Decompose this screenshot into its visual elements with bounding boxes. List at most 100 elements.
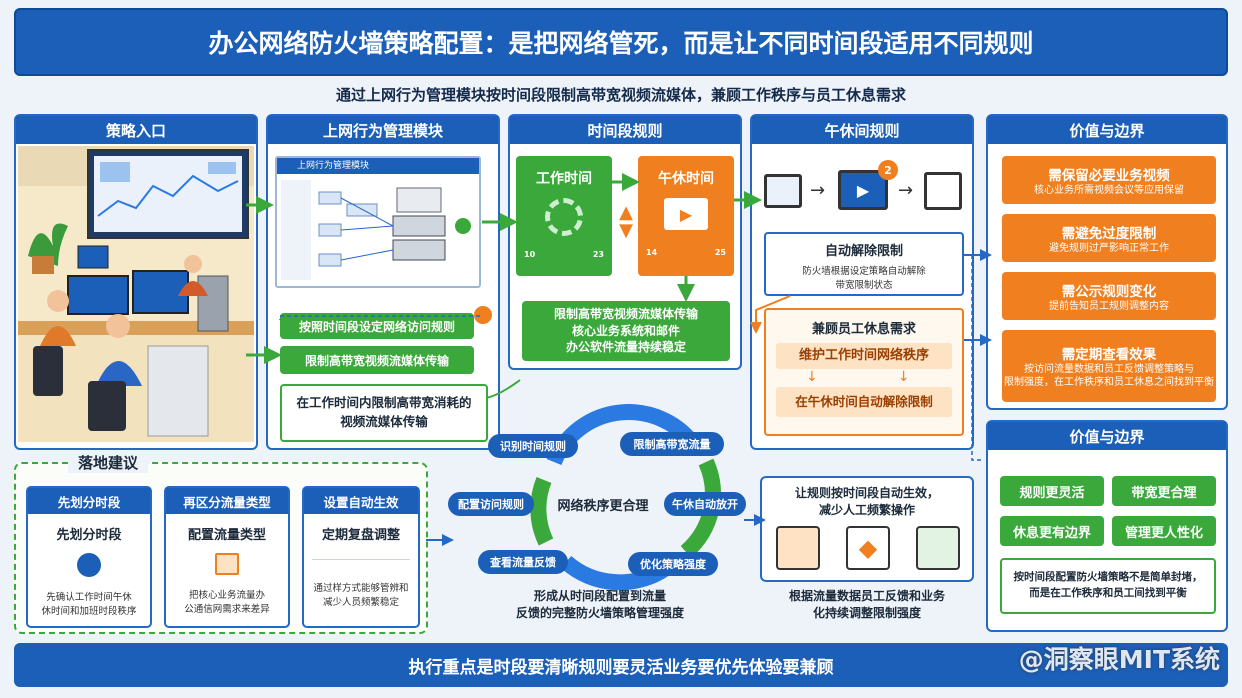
cycle-node-2: 限制高带宽流量 [620,432,724,456]
video-play-icon: ▶ [664,198,708,230]
landing-card-desc1: 把核心业务流量办 [188,590,265,601]
arrow-right-icon: → [810,180,826,201]
office-illustration [18,146,254,442]
value-item-title: 需定期查看效果 [1061,347,1157,363]
auto-caption-1: 根据流量数据员工反馈和业务 [788,589,945,603]
page-title: 办公网络防火墙策略配置：是把网络管死，而是让不同时间段适用不同规则 [14,8,1228,76]
clipboard-icon [776,526,820,570]
cycle-caption-1: 形成从时间段配置到流量 [533,589,666,603]
user-home-icon [916,526,960,570]
noon-auto-tag: 在午休时间自动解除限制 [776,387,952,417]
panel-title: 午休间规则 [752,116,972,144]
cycle-node-3: 午休自动放开 [664,492,746,516]
landing-card-3: 设置自动生效 定期复盘调整 通过样方式能够管辨和 减少人员频繁稳定 [302,486,420,628]
module-note: 在工作时间内限制高带宽消耗的视频流媒体传输 [280,384,488,442]
monitor-play-icon: ▶ [838,170,888,210]
value-item-desc: 避免规则过严影响正常工作 [1049,242,1169,254]
landing-card-main: 配置流量类型 [187,528,266,543]
panel-landing: 落地建议 先划分时段 先划分时段 先确认工作时间午休 休时间和加班时段秩序 再区… [14,452,428,634]
cycle-node-4: 优化策略强度 [628,552,718,576]
cycle-center: 网络秩序更合理 [557,499,649,514]
user-icon [924,172,962,210]
panel-title: 上网行为管理模块 [268,116,498,144]
panel-title: 时间段规则 [510,116,740,144]
arrow-right-icon: → [898,180,914,201]
swap-arrows-icon: ▲▼ [619,202,633,241]
value-item-title: 需公示规则变化 [1061,283,1157,300]
auto-caption-2: 化持续调整限制强度 [812,606,921,621]
footer-text: 执行重点是时段要清晰规则要灵活业务要优先体验要兼顾 [408,657,834,678]
time-rule-button[interactable]: 按照时间段设定网络访问规则 [280,313,474,339]
screen-titlebar: 上网行为管理模块 [277,158,479,174]
value-item-desc: 核心业务所需视频会议等应用保留 [1034,184,1184,196]
value-summary-2: 而是在工作秩序和员工间找到平衡 [1029,587,1187,599]
keep-order-tag: 维护工作时间网络秩序 [776,343,952,369]
module-screen: 上网行为管理模块 [275,156,481,288]
care-title: 兼顾员工休息需求 [811,322,916,337]
cycle-node-6: 配置访问规则 [448,492,534,516]
limit-video-button[interactable]: 限制高带宽视频流媒体传输 [280,346,474,374]
landing-card-desc2: 公通信网需求来差异 [184,604,270,615]
value-item-desc: 提前告知员工规则调整内容 [1049,300,1169,312]
layers-icon: ◆ [846,526,890,570]
count-badge: 2 [878,160,898,180]
landing-card-head: 设置自动生效 [304,488,418,514]
auto-text-1: 让规则按时间段自动生效， [794,486,939,500]
value-item-title: 需保留必要业务视频 [1048,167,1170,184]
panel-value-boundary-2: 价值与边界 规则更灵活 带宽更合理 休息更有边界 管理更人性化 按时间段配置防火… [986,420,1228,632]
cycle-node-1: 识别时间规则 [488,434,578,458]
cycle-caption: 形成从时间段配置到流量 反馈的完整防火墙策略管理强度 [488,588,712,623]
result-sub2: 办公软件流量持续稳定 [565,340,686,355]
panel-strategy-entry: 策略入口 [14,114,258,450]
value-item-3: 需公示规则变化 提前告知员工规则调整内容 [1002,272,1216,320]
landing-card-desc1: 通过样方式能够管辨和 [313,583,409,594]
noon-time-block: 午休时间 ▶ 14 25 [638,156,734,276]
panel-title: 价值与边界 [988,422,1226,450]
module-note-text: 在工作时间内限制高带宽消耗的视频流媒体传输 [296,395,472,429]
footer-bar: 执行重点是时段要清晰规则要灵活业务要优先体验要兼顾 [14,643,1228,687]
value-item-desc2: 限制强度，在工作秩序和员工休息之间找到平衡 [1004,377,1214,388]
noon-range-start: 14 [646,248,658,257]
auto-release-desc1: 防火墙根据设定策略自动解除 [802,266,926,277]
time-rule-result: 限制高带宽视频流媒体传输 核心业务系统和邮件 办公软件流量持续稳定 [522,301,730,361]
work-range-start: 10 [524,250,536,259]
work-range-end: 23 [592,250,604,259]
landing-card-head: 再区分流量类型 [166,488,288,514]
value-item-4: 需定期查看效果 按访问流量数据和员工反馈调整策略与 限制强度，在工作秩序和员工休… [1002,330,1216,402]
result-sub1: 核心业务系统和邮件 [571,323,680,338]
value-tag-4: 管理更人性化 [1112,516,1216,546]
landing-card-2: 再区分流量类型 配置流量类型 把核心业务流量办 公通信网需求来差异 [164,486,290,628]
auto-caption: 根据流量数据员工反馈和业务 化持续调整限制强度 [760,588,974,623]
value-item-1: 需保留必要业务视频 核心业务所需视频会议等应用保留 [1002,156,1216,204]
landing-card-desc2: 减少人员频繁稳定 [322,597,399,608]
panel-value-boundary: 价值与边界 需保留必要业务视频 核心业务所需视频会议等应用保留 需避免过度限制 … [986,114,1228,410]
panel-behavior-module: 上网行为管理模块 上网行为管理模块 按照时间段设定网络访问规则 限制高带宽视频流… [266,114,500,450]
value-tag-3: 休息更有边界 [1000,516,1104,546]
landing-card-main: 先划分时段 [56,528,122,543]
landing-card-main: 定期复盘调整 [321,528,400,543]
landing-card-desc2: 休时间和加班时段秩序 [41,606,137,617]
noon-range-end: 25 [714,248,726,257]
gear-icon [545,198,583,236]
landing-card-1: 先划分时段 先划分时段 先确认工作时间午休 休时间和加班时段秩序 [26,486,152,628]
value-item-2: 需避免过度限制 避免规则过严影响正常工作 [1002,214,1216,262]
work-time-block: 工作时间 10 23 [516,156,612,276]
panel-title: 价值与边界 [988,116,1226,144]
auto-release-title: 自动解除限制 [824,244,903,259]
landing-card-head: 先划分时段 [28,488,150,514]
value-summary: 按时间段配置防火墙策略不是简单封堵， 而是在工作秩序和员工间找到平衡 [1000,558,1216,614]
document-icon [215,553,239,575]
touch-icon [77,553,101,577]
separator-line [312,559,410,560]
auto-text-2: 减少人工频繁操作 [818,503,915,517]
page-subtitle: 通过上网行为管理模块按时间段限制高带宽视频流媒体，兼顾工作秩序与员工休息需求 [335,85,906,104]
panel-time-rules: 时间段规则 工作时间 10 23 午休时间 ▶ 14 25 ▲▼ 限制高带宽视频… [508,114,742,370]
panel-title: 策略入口 [16,116,256,144]
value-summary-1: 按时间段配置防火墙策略不是简单封堵， [1013,571,1203,584]
result-title: 限制高带宽视频流媒体传输 [553,306,698,321]
landing-card-desc1: 先确认工作时间午休 [46,592,132,603]
cycle-caption-2: 反馈的完整防火墙策略管理强度 [515,606,684,621]
landing-title: 落地建议 [68,452,149,473]
work-time-label: 工作时间 [536,171,592,187]
